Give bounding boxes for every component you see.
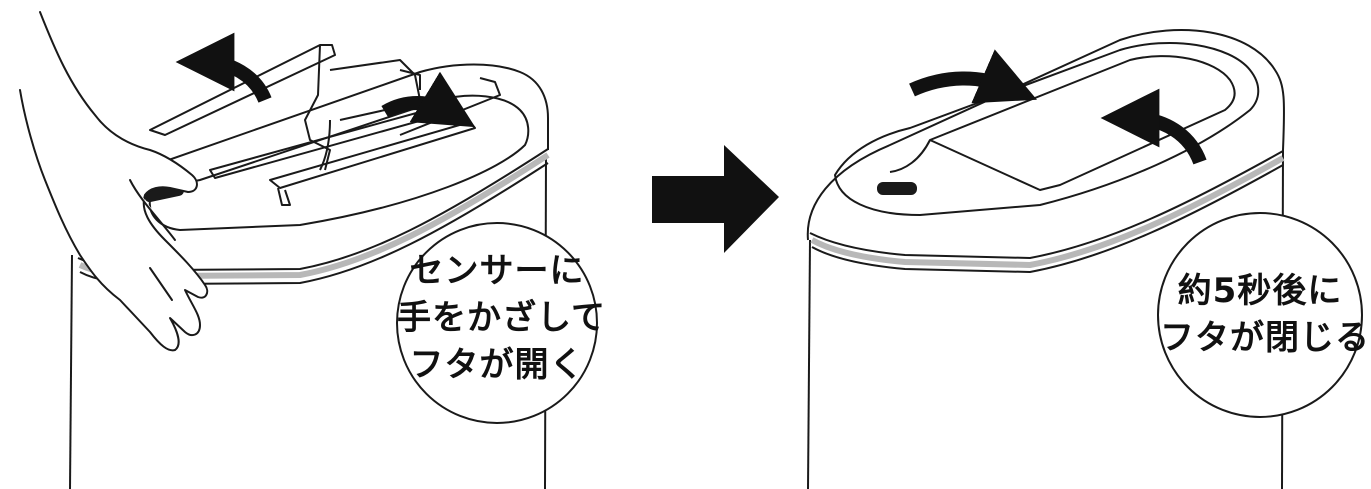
callout-line: 約5秒後に bbox=[1177, 271, 1343, 311]
can-rim-outline bbox=[806, 29, 1286, 241]
callout-line: フタが閉じる bbox=[1160, 318, 1370, 358]
callout-line: フタが開く bbox=[409, 345, 585, 385]
hand bbox=[19, 11, 209, 352]
can-body-left-edge bbox=[69, 254, 73, 489]
sensor-slot bbox=[877, 182, 917, 195]
closed-lid-panel bbox=[929, 55, 1236, 191]
rim-inner bbox=[148, 94, 530, 231]
callout-line: 手をかざして bbox=[397, 298, 606, 338]
can-body-left-edge bbox=[807, 239, 811, 489]
rim-band bbox=[810, 155, 1285, 268]
callout-bubble-close bbox=[1157, 212, 1363, 418]
callout-line: センサーに bbox=[409, 251, 585, 291]
callout-bubble-open bbox=[396, 222, 598, 424]
curved-arrow-icon bbox=[909, 49, 1207, 165]
callout-text-close: 約5秒後に フタが閉じる bbox=[1160, 268, 1370, 362]
open-lid-back-panel bbox=[149, 44, 336, 136]
right-arrow-icon bbox=[652, 145, 779, 253]
trash-can-closed bbox=[806, 29, 1286, 489]
curved-arrow-icon bbox=[175, 32, 476, 128]
callout-text-open: センサーに 手をかざして フタが開く bbox=[397, 248, 606, 389]
